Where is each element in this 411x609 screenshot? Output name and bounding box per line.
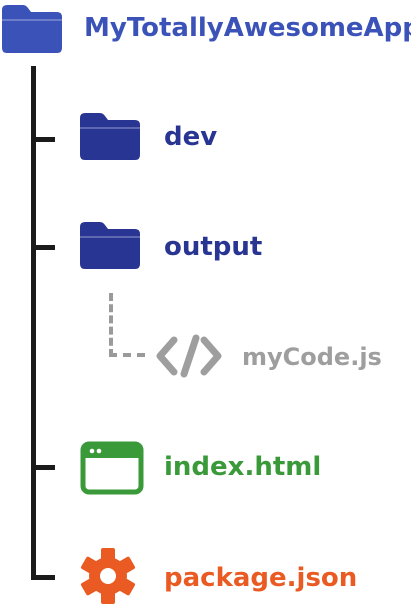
tree-item-label: dev	[164, 122, 218, 152]
tree-item-label: output	[164, 232, 263, 262]
tree-trunk-line	[31, 66, 36, 580]
branch-line-package-json	[31, 575, 55, 580]
branch-line-dev	[31, 137, 55, 142]
tree-root-label: MyTotallyAwesomeApp	[84, 13, 411, 43]
tree-item-label: package.json	[164, 563, 358, 593]
folder-icon	[80, 113, 140, 160]
nested-connector-horizontal	[109, 353, 145, 357]
folder-icon	[2, 5, 62, 53]
gear-icon	[80, 548, 136, 604]
browser-window-icon	[80, 441, 144, 495]
code-icon	[156, 334, 222, 378]
nested-connector-vertical	[109, 293, 113, 357]
folder-icon	[80, 222, 140, 269]
tree-item-label: myCode.js	[242, 343, 382, 371]
tree-item-label: index.html	[164, 452, 322, 482]
branch-line-output	[31, 245, 55, 250]
branch-line-index-html	[31, 465, 55, 470]
